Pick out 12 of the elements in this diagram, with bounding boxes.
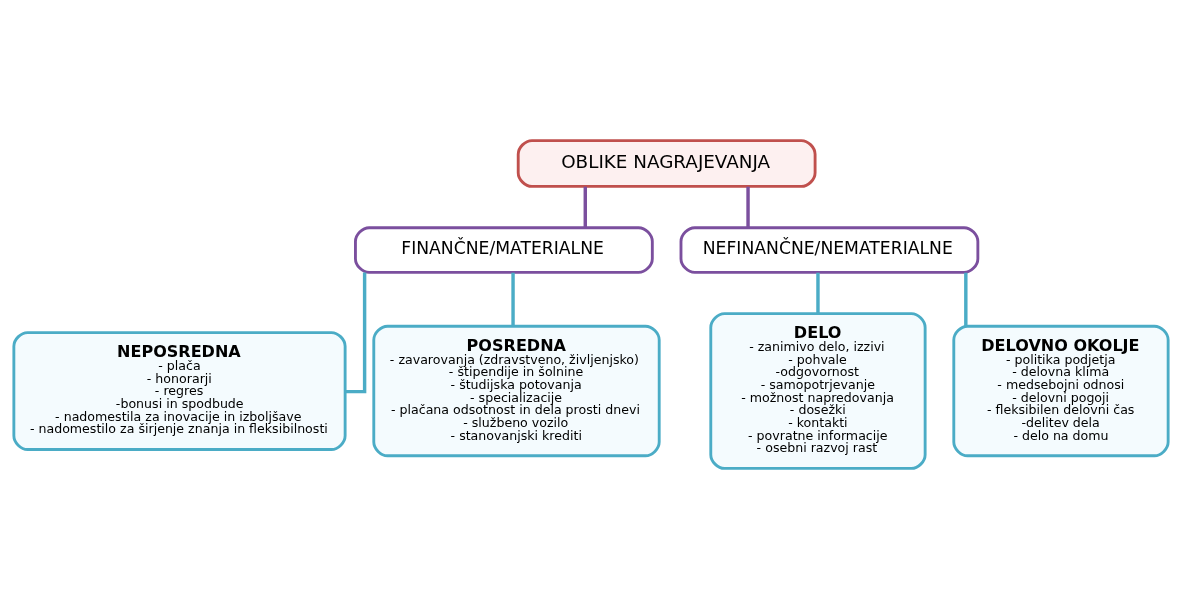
node-box: POSREDNA - zavarovanja (zdravstveno, življenjsko) - štipendije in šolnine - študijska potovanja - specializacije - plačana odsotnost in dela prosti dnevi - službeno vozilo - stanovanjski krediti: [372, 324, 661, 457]
node-box: NEFINANČNE/NEMATERIALNE: [679, 225, 980, 274]
node-box: FINANČNE/MATERIALNE: [354, 225, 654, 274]
node-box: DELOVNO OKOLJE - politika podjetja - delovna klima - medsebojni odnosi - delovni pogoji - fleksibilen delovni čas -delitev dela - delo na domu: [952, 324, 1170, 457]
node-box: NEPOSREDNA - plača - honorarji - regres -bonusi in spodbude - nadomestila za inovacije in izboljšave - nadomestilo za širjenje znanja in fleksibilnosti: [12, 330, 347, 451]
connector: [511, 272, 515, 326]
connector: [964, 272, 968, 326]
connector: [816, 272, 820, 313]
node-box: DELO - zanimivo delo, izzivi - pohvale -odgovornost - samopotrjevanje - možnost napredovanja - dosežki - kontakti - povratne informacije - osebni razvoj rast: [709, 311, 927, 470]
node-box: OBLIKE NAGRAJEVANJA: [516, 138, 817, 188]
connector: [583, 186, 587, 228]
connector: [746, 186, 750, 228]
